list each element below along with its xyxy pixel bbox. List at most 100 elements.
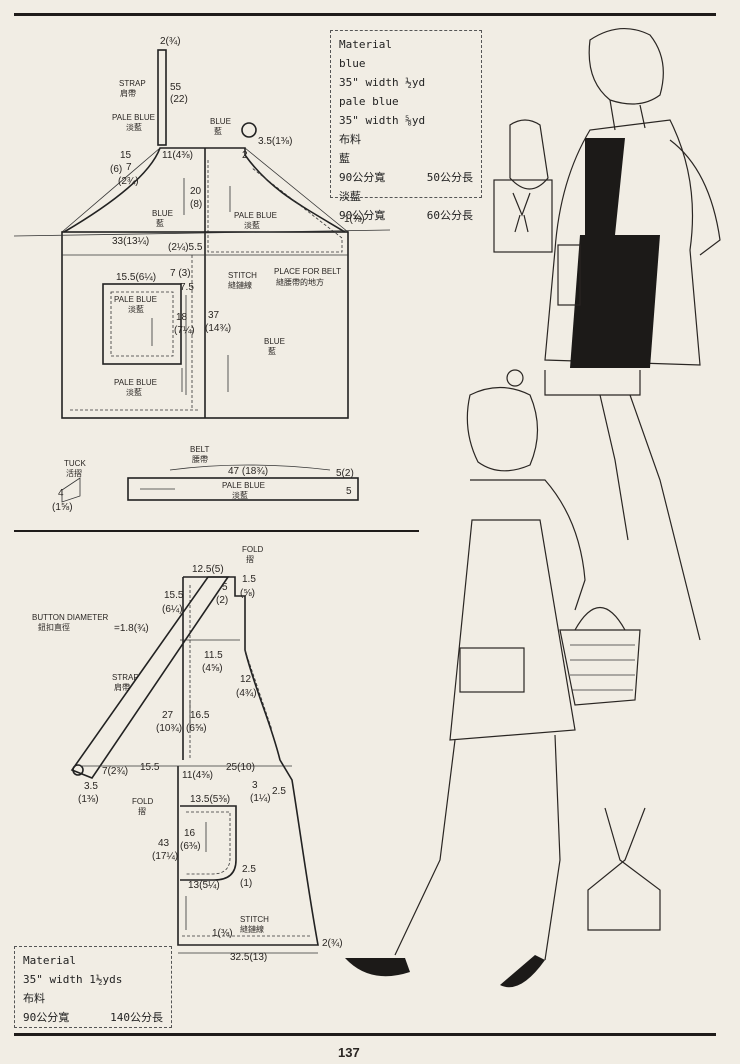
label-d58: (⅝) <box>240 588 255 599</box>
label-hem-right: 2(¾) <box>322 938 343 949</box>
material-line: pale blue <box>339 95 399 108</box>
label-s27: 27 <box>162 710 174 721</box>
dimension-arc <box>244 649 273 731</box>
legs <box>599 394 701 641</box>
label-s2: (2) <box>216 595 228 606</box>
bow-icon <box>512 192 531 233</box>
page-number: 137 <box>338 1045 360 1060</box>
material-line: 布料 <box>23 992 45 1005</box>
label-end138: (1⅜) <box>78 794 99 805</box>
basket-body <box>559 629 641 706</box>
basket-weave <box>570 644 635 691</box>
label-pocket-cn: 淡藍 <box>128 304 144 314</box>
label-blue-left-cn: 藍 <box>156 218 164 228</box>
label-side-top: 1(⅜) <box>344 214 365 225</box>
apron-back-body <box>493 179 553 253</box>
label-strap-width: 2(¾) <box>160 36 181 47</box>
label-pale-blue-cn: 淡藍 <box>126 122 142 132</box>
middle-rule <box>14 530 419 532</box>
pocket-piece <box>180 805 237 881</box>
label-two: 2 <box>242 150 248 161</box>
strap-piece <box>157 49 167 146</box>
material-line: Material <box>23 954 76 967</box>
label-s115: 11.5 <box>204 650 223 661</box>
shoe-left <box>345 958 410 977</box>
material-box-top: Material blue 35" width ½yd pale blue 35… <box>330 30 482 222</box>
belt-pattern: TUCK 活摺 4 (1⅝) BELT 腰帶 47 (18¾) 5(2) PAL… <box>52 445 359 513</box>
label-twenty: 20 <box>190 186 202 197</box>
label-tuck-width-in: (1⅝) <box>52 502 73 513</box>
label-mid: (2¼)5.5 <box>168 241 203 253</box>
label-pocket-height-in: (7¼) <box>174 324 195 336</box>
label-tuck-width: 4 <box>58 488 64 499</box>
label-end155: 15.5 <box>140 762 160 773</box>
label-strap-cn: 肩帶 <box>114 682 130 692</box>
label-fifteen: 15 <box>120 150 132 161</box>
label-end35: 3.5 <box>84 781 98 792</box>
label-belt-color-cn: 淡藍 <box>232 490 248 500</box>
label-s658: (6⅝) <box>186 723 207 734</box>
label-pale-blue: PALE BLUE <box>112 113 155 122</box>
bib-guide-line <box>61 147 161 233</box>
label-s1034: (10¾) <box>156 723 182 734</box>
pocket-piece <box>102 283 182 365</box>
label-strap-length-in: (22) <box>170 94 188 105</box>
material-line: 藍 <box>339 152 350 165</box>
label-place-belt-cn: 縫腰帶的地方 <box>276 277 324 287</box>
label-belt-color: PALE BLUE <box>222 481 265 490</box>
label-eight: (8) <box>190 199 202 210</box>
label-belt-five: 5 <box>346 486 352 497</box>
strap-piece <box>70 576 230 779</box>
dimension-arc <box>169 464 331 471</box>
illustration-woman-top <box>493 27 721 641</box>
label-length-in: (14¾) <box>205 323 231 334</box>
label-seven: 7 <box>126 162 132 173</box>
apron-back-cross <box>587 807 661 931</box>
label-blue-right: BLUE <box>264 337 285 346</box>
pale-blue-panel <box>207 160 343 253</box>
label-s434: (4¾) <box>236 688 257 699</box>
label-blue-right-cn: 藍 <box>268 346 276 356</box>
label-pocket-height: 18 <box>176 312 188 323</box>
label-stitch-cn: 縫鏈線 <box>240 924 264 934</box>
material-line: 布料 <box>339 133 361 146</box>
bottom-apron-pattern: FOLD 摺 12.5(5) 1.5 (⅝) 15.5 (6¼) 5 (2) B… <box>32 545 343 963</box>
label-s458: (4⅝) <box>202 663 223 674</box>
belt-piece <box>127 477 359 501</box>
dress-outline <box>544 119 701 366</box>
basket-handle <box>574 606 626 631</box>
label-strap: STRAP <box>119 79 146 88</box>
label-w25: 25(10) <box>226 762 255 773</box>
label-top-width: 12.5(5) <box>192 564 224 575</box>
illustration-woman-bottom <box>345 369 661 988</box>
apron-outline <box>449 519 576 741</box>
label-strap-cn: 肩帶 <box>120 88 136 98</box>
material-line: 35" width 1½yds <box>23 973 123 986</box>
label-pocket-width: 15.5(6¼) <box>116 271 156 283</box>
shoulder-line <box>470 479 586 611</box>
label-fold-left: FOLD <box>132 797 154 806</box>
label-pale-blue-low-cn: 淡藍 <box>126 387 142 397</box>
label-side25: 2.5 <box>242 864 256 875</box>
label-fold-top: FOLD <box>242 545 264 554</box>
label-p25: 2.5 <box>272 786 286 797</box>
hair-shape <box>588 27 664 105</box>
label-pocket-bottom: 13(5¼) <box>188 879 220 891</box>
material-line: Material <box>339 38 392 51</box>
label-strap: STRAP <box>112 673 139 682</box>
label-fold-left-cn: 摺 <box>138 806 146 816</box>
dimension-line <box>13 229 391 237</box>
neck-lines <box>609 99 646 131</box>
label-fold-top-cn: 摺 <box>246 554 254 564</box>
apron-back-sketch <box>509 119 549 190</box>
label-strap-length: 55 <box>170 82 182 93</box>
label-pale-blue-mid-cn: 淡藍 <box>244 220 260 230</box>
label-tuck: TUCK <box>64 459 86 468</box>
hair-bun <box>506 369 524 387</box>
material-cell: 90公分寬 <box>339 171 386 184</box>
pants-outline <box>394 734 561 961</box>
label-belt-length: 47 (18¾) <box>228 466 268 477</box>
top-rule <box>14 13 716 16</box>
